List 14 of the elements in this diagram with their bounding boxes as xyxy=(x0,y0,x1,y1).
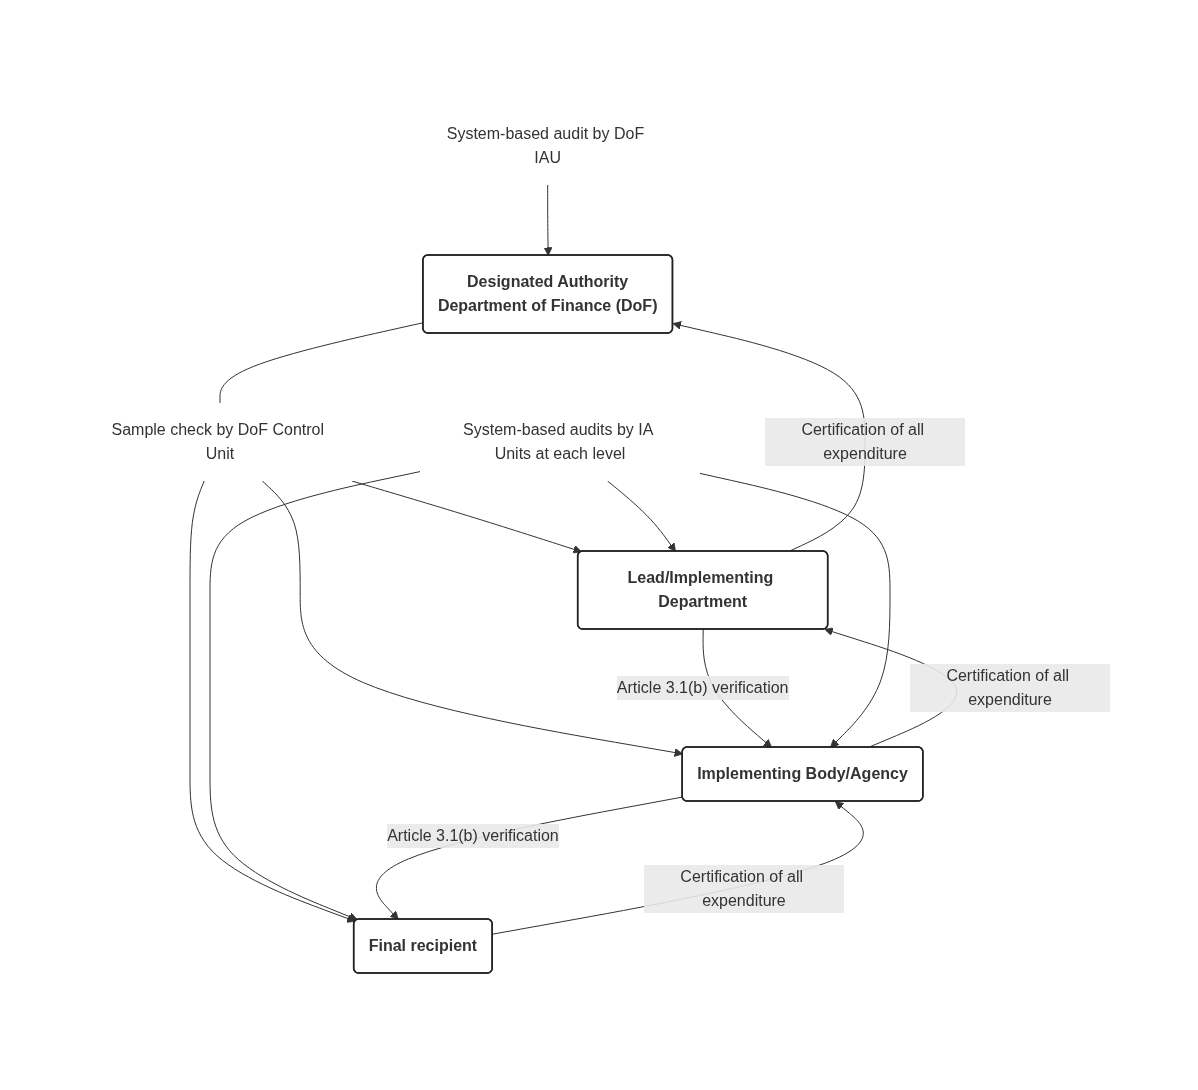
edge-label: Certification of all expenditure xyxy=(946,667,1070,708)
node-text: Sample check by DoF Control Unit xyxy=(111,421,325,462)
arrow xyxy=(492,801,864,935)
arrow xyxy=(543,184,553,256)
arrow xyxy=(607,480,676,552)
node-text: System-based audit by DoF IAU xyxy=(446,125,645,166)
edge-label: Certification of all expenditure xyxy=(680,868,804,910)
arrow xyxy=(375,796,684,920)
arrow xyxy=(351,480,582,554)
edge-label: Certification of all expenditure xyxy=(801,421,925,462)
arrow xyxy=(209,471,421,921)
edge-label: Article 3.1(b) verification xyxy=(616,679,789,696)
node-text: System-based audits by IA Units at each level xyxy=(463,421,653,462)
edge-label: Article 3.1(b) verification xyxy=(387,826,559,844)
